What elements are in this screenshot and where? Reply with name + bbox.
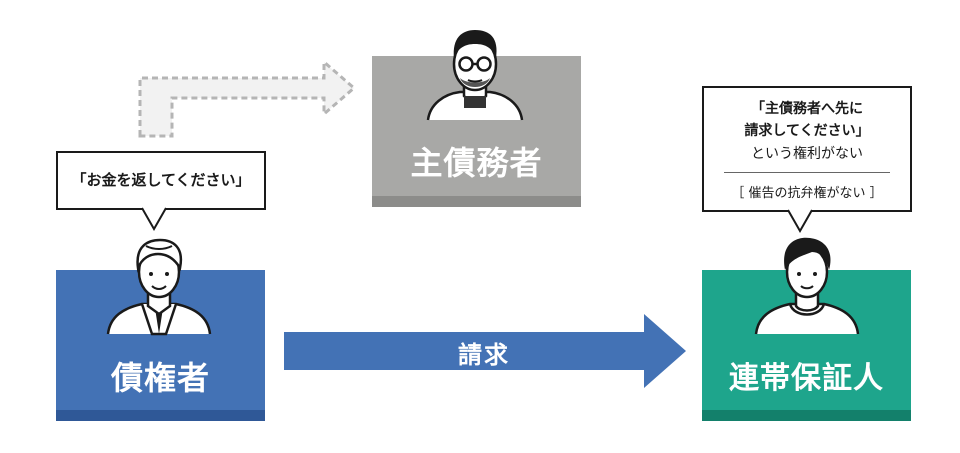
- guarantor-bubble-note: ［ 催告の抗弁権がない ］: [731, 186, 883, 201]
- creditor-box: 債権者: [56, 270, 265, 421]
- guarantor-bubble-line3: という権利がない: [751, 146, 863, 162]
- principal-debtor-label: 主債務者: [410, 144, 543, 182]
- creditor-person-icon: [106, 238, 212, 336]
- claim-arrow-icon: [284, 314, 686, 388]
- creditor-label: 債権者: [110, 359, 210, 397]
- guarantor-bubble-divider: [724, 172, 890, 173]
- creditor-bubble-tail-icon: [141, 207, 167, 231]
- principal-person-icon: [426, 30, 524, 121]
- guarantor-bubble-line1: 「主債務者へ先に: [751, 101, 863, 117]
- creditor-speech-bubble: 「お金を返してください」: [56, 151, 266, 210]
- principal-box-shade: [372, 196, 581, 207]
- creditor-box-shade: [56, 410, 265, 421]
- guarantor-speech-bubble: 「主債務者へ先に 請求してください」 という権利がない ［ 催告の抗弁権がない …: [702, 86, 912, 212]
- guarantor-label: 連帯保証人: [729, 361, 884, 396]
- claim-arrow-label: 請求: [458, 341, 510, 369]
- guarantor-person-icon: [754, 237, 860, 335]
- guarantor-bubble-line2: 請求してください」: [744, 123, 870, 139]
- creditor-bubble-text: 「お金を返してください」: [71, 171, 251, 189]
- guarantor-bubble-tail-icon: [787, 209, 813, 233]
- guarantor-box-shade: [702, 410, 911, 421]
